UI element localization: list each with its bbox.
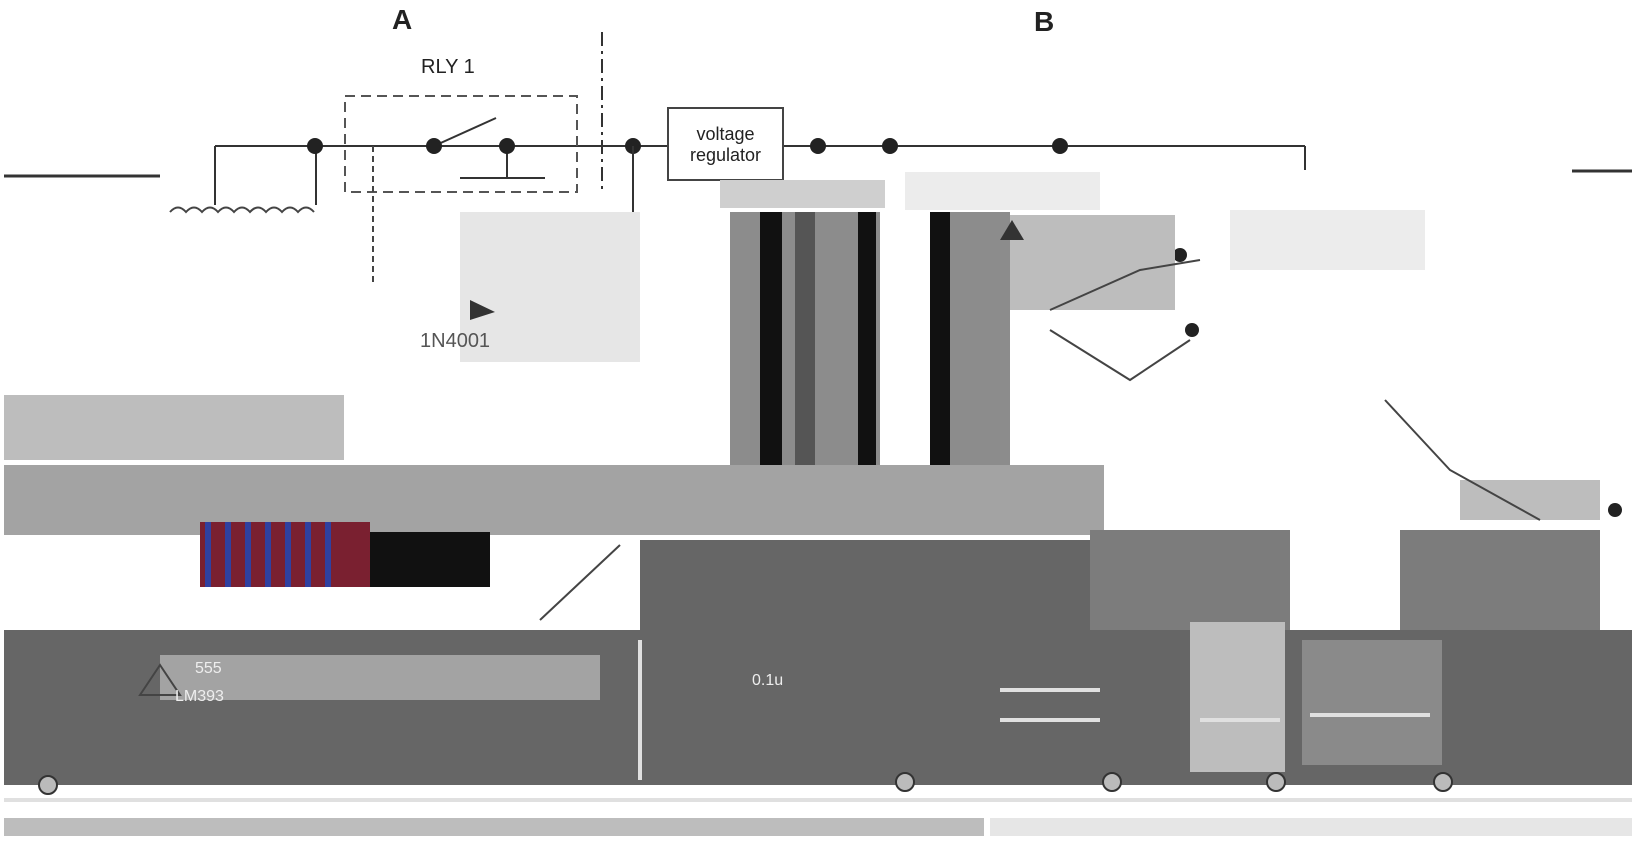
lower-left-label-1: 555 [195,660,222,677]
lower-panel [160,655,600,700]
regulator-label-line1: voltage [696,124,755,144]
junction-dot [307,138,323,154]
junction-dot [499,138,515,154]
terminal-symbol [1433,772,1453,792]
triangle-symbol [1000,220,1024,240]
junction-dot [1185,323,1199,337]
stripe [325,522,331,587]
regulator-label: voltage regulator [668,124,783,166]
junction-dot [426,138,442,154]
lower-field-upper [1400,530,1600,630]
junction-dot [1608,503,1622,517]
light-panel [1230,210,1425,270]
section-label-b: B [1034,6,1055,37]
ic-stripe [858,212,876,472]
terminal-symbol [38,775,58,795]
trace [1049,329,1191,382]
relay-box [344,95,578,193]
lower-left-label-2: LM393 [175,688,224,705]
light-panel [720,180,885,208]
trace [539,544,621,621]
junction-dot [1173,248,1187,262]
dark-block [370,532,490,587]
ic-stripe [930,212,950,472]
stripe [205,522,211,587]
bottom-bar [4,818,984,836]
light-panel [1005,215,1175,310]
regulator-box [667,107,784,181]
bottom-bar [990,818,1632,836]
terminal-symbol [1266,772,1286,792]
band-panel [4,465,1104,535]
lower-field-upper [640,540,1090,640]
lower-traces [4,640,1632,802]
stripe [305,522,311,587]
diagonal-traces [539,259,1541,621]
relay-switch-symbol [433,117,497,147]
junction-dot [810,138,826,154]
band-panel [4,395,344,460]
terminal-symbol [1102,772,1122,792]
triangle-symbol [138,663,182,696]
stripe [265,522,271,587]
junction-dot [882,138,898,154]
regulator-label-line2: regulator [689,145,762,165]
light-panel [460,212,640,362]
trace [1049,259,1201,311]
lower-panel [1190,622,1285,772]
inductor-coil-symbol [169,206,315,214]
stripe [285,522,291,587]
middle-small-label: 0.1u [752,672,784,689]
diode-label: 1N4001 [420,330,491,352]
lower-field-upper [1090,530,1290,630]
trace [1384,399,1541,521]
ic-stripe [795,212,815,472]
relay-label: RLY 1 [421,56,475,78]
bottom-terminals [38,772,1453,795]
stripe [225,522,231,587]
triangle-symbol [470,300,495,320]
ic-block [950,212,1010,482]
lower-panel [1302,640,1442,765]
terminal-symbol [895,772,915,792]
light-panel [905,172,1100,210]
junction-dot [1052,138,1068,154]
artifact-stripes [205,522,331,587]
stripe [245,522,251,587]
section-label-a: A [392,4,413,35]
ic-stripe [760,212,782,472]
